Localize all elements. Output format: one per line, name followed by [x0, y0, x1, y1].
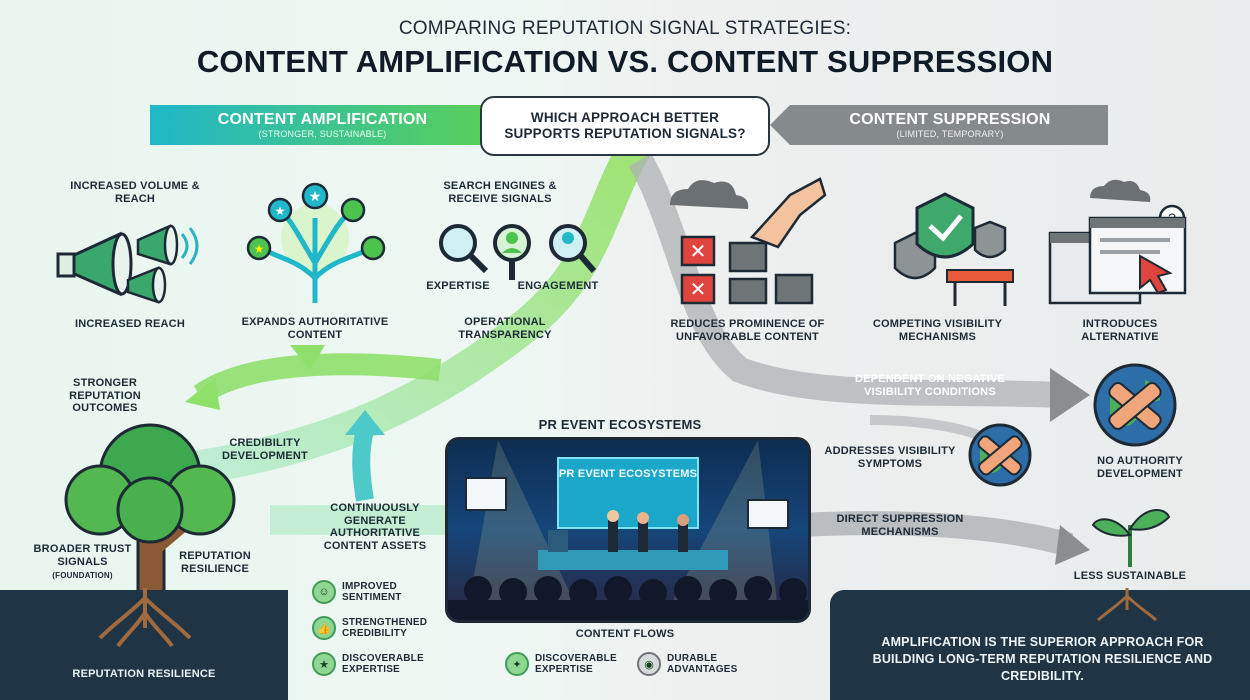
content-flows-label: CONTENT FLOWS: [575, 628, 675, 640]
page-title: CONTENT AMPLIFICATION VS. CONTENT SUPPRE…: [196, 44, 1054, 79]
less-sustainable-label: LESS SUSTAINABLE: [1073, 570, 1187, 582]
conclusion-text: AMPLIFICATION IS THE SUPERIOR APPROACH F…: [872, 635, 1213, 683]
loop-arrow-up-head: [290, 345, 325, 370]
pr-stage-panel: PR EVENT ECOSYSTEMS: [445, 437, 811, 623]
lightbulb-icon: ✦: [505, 652, 529, 676]
broader-trust-label: BROADER TRUST SIGNALS: [33, 543, 132, 568]
shields-barrier-icon: [893, 192, 1014, 306]
suppression-header: CONTENT SUPPRESSION (LIMITED, TEMPORARY): [795, 105, 1105, 145]
question-box: WHICH APPROACH BETTER SUPPORTS REPUTATIO…: [480, 96, 770, 156]
bandaged-globe-icon: [1093, 363, 1177, 447]
suppression-main-flow: [628, 153, 1061, 408]
loop-arrow-top: [193, 353, 442, 405]
dependent-arrow-head: [1050, 368, 1090, 422]
search-label: SEARCH ENGINES & RECEIVE SIGNALS: [443, 180, 557, 205]
amplification-label: CONTENT AMPLIFICATION: [217, 110, 428, 128]
thumbs-up-icon: 👍: [312, 616, 336, 640]
expertise-label: EXPERTISE: [426, 280, 490, 292]
tree-icon: [64, 423, 236, 635]
roots-icon: [98, 588, 192, 648]
branching-network-icon: ★ ★ ★: [246, 182, 386, 303]
credibility-dev-label: CREDIBILITY DEVELOPMENT: [222, 437, 308, 462]
benefit-item: ★ DISCOVERABLE EXPERTISE: [312, 652, 442, 676]
sup-header-arrow: [770, 105, 1108, 145]
star-icon: ★: [312, 652, 336, 676]
direct-arrow-head: [1055, 525, 1090, 565]
reach-title: INCREASED VOLUME & REACH: [70, 180, 200, 205]
reach-label: INCREASED REACH: [75, 318, 185, 330]
engagement-label: ENGAGEMENT: [517, 280, 599, 292]
no-authority-label: NO AUTHORITY DEVELOPMENT: [1097, 455, 1183, 480]
svg-text:★: ★: [309, 188, 322, 204]
megaphone-icon: [56, 224, 199, 304]
dependent-label: DEPENDENT ON NEGATIVE VISIBILITY CONDITI…: [854, 373, 1006, 398]
amplification-main-flow: [177, 130, 655, 487]
teal-up-arrow: [352, 427, 374, 502]
loop-arrow-top-head: [185, 378, 220, 410]
svg-text:✕: ✕: [690, 279, 707, 301]
benefit-item: ☺ IMPROVED SENTIMENT: [312, 580, 442, 604]
reduces-label: REDUCES PROMINENCE OF UNFAVORABLE CONTEN…: [670, 318, 825, 343]
suppression-label: CONTENT SUPPRESSION: [849, 110, 1051, 128]
foundation-label: (FOUNDATION): [52, 571, 113, 580]
conclusion-panel: [830, 590, 1250, 700]
suppression-boxes-icon: ✕ ✕: [670, 177, 827, 305]
generate-label: CONTINUOUSLY GENERATE AUTHORITATIVE CONT…: [323, 502, 427, 552]
transparency-label: OPERATIONAL TRANSPARENCY: [458, 316, 552, 341]
svg-text:✕: ✕: [690, 241, 707, 263]
eye-icon: ◉: [637, 652, 661, 676]
footer-resilience: REPUTATION RESILIENCE: [72, 668, 216, 680]
flow-right-item: ◉ DURABLE ADVANTAGES: [637, 652, 757, 676]
teal-up-arrow-head: [345, 410, 385, 435]
introduces-label: INTRODUCES ALTERNATIVE: [1081, 318, 1159, 343]
people-icon: ☺: [312, 580, 336, 604]
sprout-roots-icon: [1097, 588, 1157, 622]
search-signals-icon: [439, 224, 597, 280]
expands-label: EXPANDS AUTHORITATIVE CONTENT: [241, 316, 389, 341]
flow-left-item: ✦ DISCOVERABLE EXPERTISE: [505, 652, 635, 676]
stage-scene-icon: [448, 440, 808, 620]
pr-screen-label: PR EVENT ECOSYSTEMS: [558, 468, 698, 480]
resilience-label: REPUTATION RESILIENCE: [179, 550, 251, 575]
svg-text:★: ★: [254, 242, 265, 256]
bandaged-globe-small-icon: [968, 423, 1032, 487]
svg-text:★: ★: [275, 204, 286, 218]
stronger-outcomes-label: STRONGER REPUTATION OUTCOMES: [69, 377, 141, 415]
direct-arrow: [799, 511, 1074, 557]
browser-windows-icon: ?: [1048, 179, 1187, 305]
subtitle: COMPARING REPUTATION SIGNAL STRATEGIES:: [398, 18, 852, 39]
pr-title: PR EVENT ECOSYSTEMS: [538, 417, 702, 432]
direct-label: DIRECT SUPPRESSION MECHANISMS: [836, 513, 964, 538]
suppression-sublabel: (LIMITED, TEMPORARY): [896, 129, 1004, 140]
addresses-label: ADDRESSES VISIBILITY SYMPTOMS: [824, 445, 956, 470]
amp-header-arrow: [150, 105, 520, 145]
benefit-list: ☺ IMPROVED SENTIMENT 👍 STRENGTHENED CRED…: [312, 580, 442, 676]
competing-label: COMPETING VISIBILITY MECHANISMS: [872, 318, 1003, 343]
amplification-sublabel: (STRONGER, SUSTAINABLE): [258, 129, 387, 140]
benefit-item: 👍 STRENGTHENED CREDIBILITY: [312, 616, 442, 640]
sprout-icon: [1091, 509, 1171, 567]
amplification-header: CONTENT AMPLIFICATION (STRONGER, SUSTAIN…: [150, 105, 495, 145]
